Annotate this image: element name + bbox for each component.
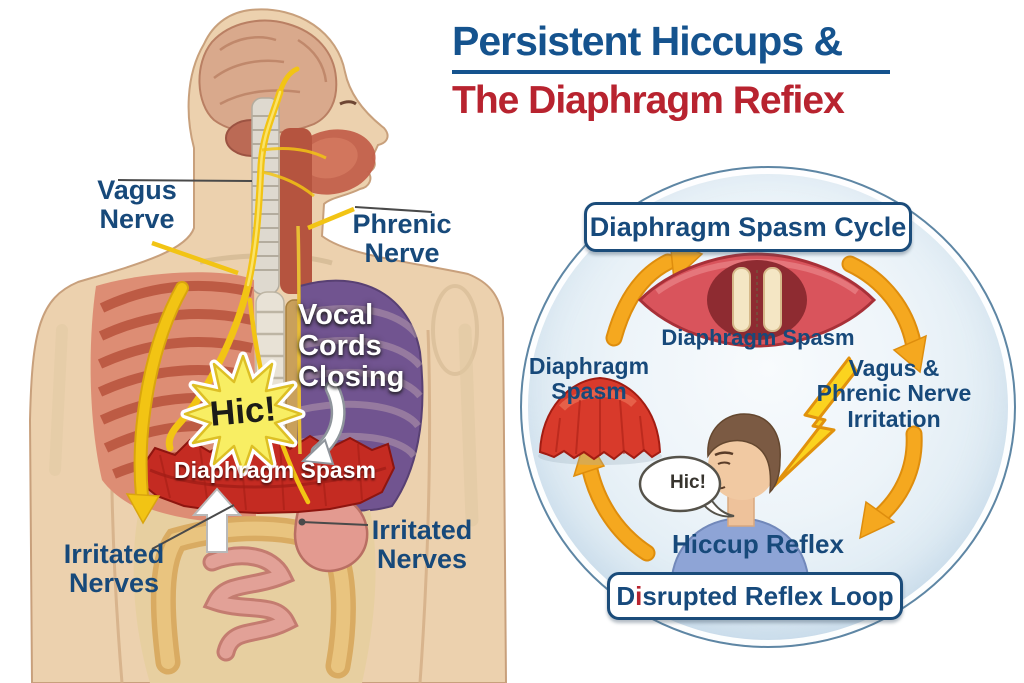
page-title: Persistent Hiccups & <box>452 18 843 64</box>
anatomy-illustration <box>28 8 508 683</box>
cycle-arrow-right-down <box>859 425 923 540</box>
footer-text-post: srupted Reflex Loop <box>642 580 894 611</box>
white-arrow-up <box>191 487 243 553</box>
leader-lines <box>117 179 433 550</box>
cycle-arrow-top-right <box>841 255 927 374</box>
cycle-title-text: Diaphragm Spasm Cycle <box>589 211 907 242</box>
yellow-arrow-down <box>125 281 189 525</box>
cycle-step-right-label: Vagus & Phrenic Nerve Irritation <box>816 355 972 432</box>
hic-starburst <box>180 351 306 477</box>
vocal-cords-illustration <box>637 252 877 348</box>
title-underline <box>452 70 890 75</box>
lightning-icon <box>772 356 858 488</box>
speech-bubble-text: Hic! <box>670 472 706 493</box>
label-vocal-cords-closing: Vocal Cords Closing <box>298 299 405 394</box>
label-irritated-nerves-left: Irritated Nerves <box>63 539 165 598</box>
abdomen-organs <box>133 491 376 683</box>
cycle-illustrations <box>538 238 927 599</box>
cycle-title-banner: Diaphragm Spasm Cycle <box>584 202 912 252</box>
cycle-step-bottom-label: Hiccup Reflex <box>672 529 844 559</box>
label-irritated-nerves-right: Irritated Nerves <box>371 515 473 574</box>
title-block: Persistent Hiccups & The Diaphragm Refie… <box>452 18 922 123</box>
cycle-step-top-label: Diaphragm Spasm <box>661 325 855 350</box>
footer-text-pre: D <box>616 580 636 611</box>
label-phrenic-nerve: Phrenic Nerve <box>352 209 452 268</box>
page-subtitle: The Diaphragm Refiex <box>452 79 845 123</box>
cycle-step-left-label: Diaphragm Spasm <box>528 353 650 405</box>
label-vagus-nerve: Vagus Nerve <box>97 175 177 234</box>
footer-text-accent: i <box>635 580 643 611</box>
label-diaphragm-spasm-band: Diaphragm Spasm <box>174 457 376 483</box>
speech-bubble <box>638 455 735 518</box>
white-arrow-down <box>300 380 346 466</box>
diaphragm-dome-illustration <box>538 376 662 465</box>
